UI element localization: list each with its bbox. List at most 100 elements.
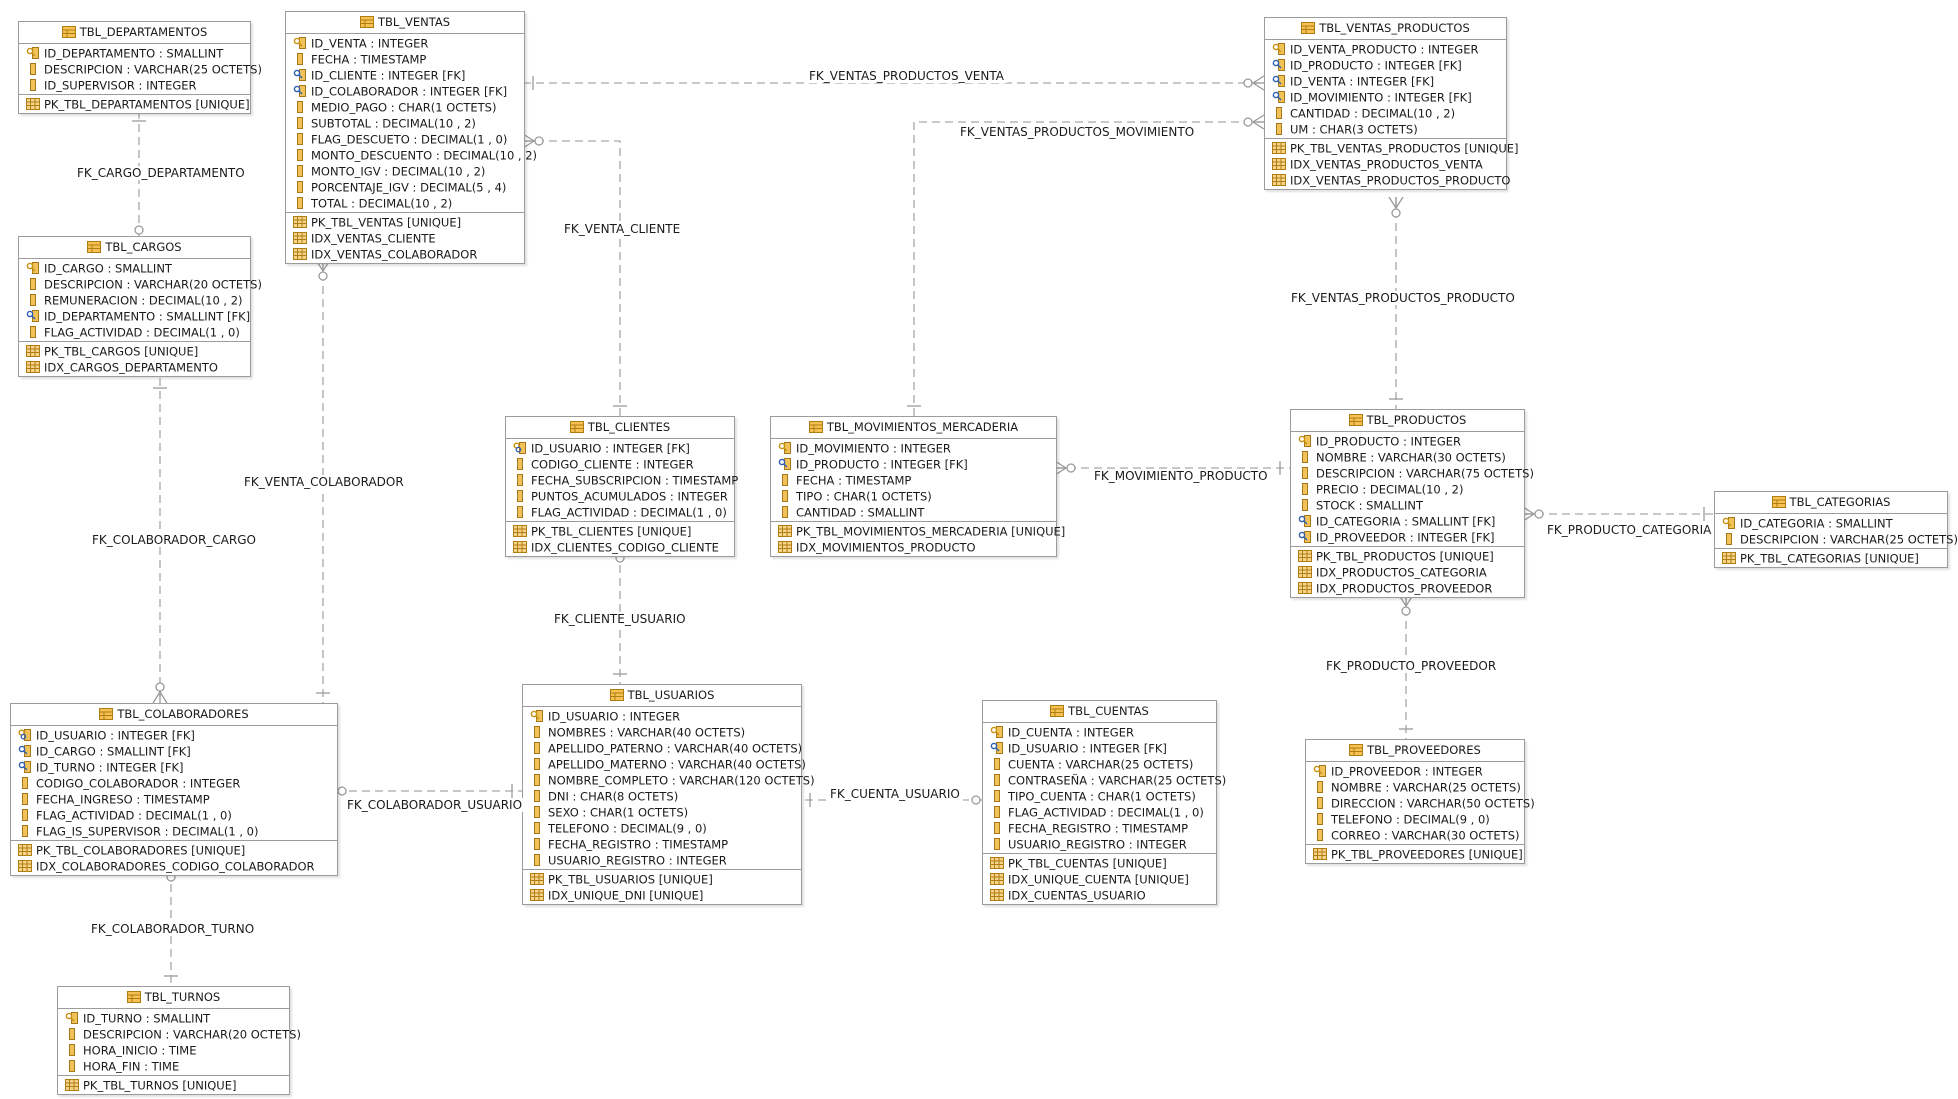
- column-row[interactable]: UM : CHAR(3 OCTETS): [1265, 121, 1506, 137]
- index-row[interactable]: IDX_UNIQUE_CUENTA [UNIQUE]: [983, 871, 1216, 887]
- table-header[interactable]: TBL_COLABORADORES: [11, 704, 337, 726]
- column-row[interactable]: USUARIO_REGISTRO : INTEGER: [983, 836, 1216, 852]
- column-row[interactable]: FECHA_REGISTRO : TIMESTAMP: [983, 820, 1216, 836]
- relationship-label[interactable]: FK_VENTA_COLABORADOR: [241, 475, 407, 489]
- column-row[interactable]: ID_CARGO : SMALLINT: [19, 260, 250, 276]
- index-row[interactable]: IDX_UNIQUE_DNI [UNIQUE]: [523, 887, 801, 903]
- column-row[interactable]: DESCRIPCION : VARCHAR(75 OCTETS): [1291, 465, 1534, 481]
- column-row[interactable]: MONTO_DESCUENTO : DECIMAL(10 , 2): [286, 147, 537, 163]
- column-row[interactable]: ID_PROVEEDOR : INTEGER [FK]: [1291, 529, 1524, 545]
- table-header[interactable]: TBL_VENTAS_PRODUCTOS: [1265, 18, 1506, 40]
- column-row[interactable]: TOTAL : DECIMAL(10 , 2): [286, 195, 524, 211]
- column-row[interactable]: PRECIO : DECIMAL(10 , 2): [1291, 481, 1524, 497]
- column-row[interactable]: ID_USUARIO : INTEGER [FK]: [983, 740, 1216, 756]
- column-row[interactable]: FLAG_ACTIVIDAD : DECIMAL(1 , 0): [19, 324, 250, 340]
- relationship-label[interactable]: FK_VENTAS_PRODUCTOS_VENTA: [806, 69, 1007, 83]
- index-row[interactable]: PK_TBL_TURNOS [UNIQUE]: [58, 1077, 289, 1093]
- column-row[interactable]: NOMBRE : VARCHAR(30 OCTETS): [1291, 449, 1524, 465]
- table-header[interactable]: TBL_DEPARTAMENTOS: [19, 22, 250, 44]
- column-row[interactable]: SEXO : CHAR(1 OCTETS): [523, 804, 801, 820]
- column-row[interactable]: PORCENTAJE_IGV : DECIMAL(5 , 4): [286, 179, 524, 195]
- column-row[interactable]: STOCK : SMALLINT: [1291, 497, 1524, 513]
- column-row[interactable]: ID_USUARIO : INTEGER [FK]: [11, 727, 337, 743]
- column-row[interactable]: ID_VENTA_PRODUCTO : INTEGER: [1265, 41, 1506, 57]
- column-row[interactable]: CANTIDAD : SMALLINT: [771, 504, 1056, 520]
- column-row[interactable]: FECHA : TIMESTAMP: [286, 51, 524, 67]
- table-header[interactable]: TBL_TURNOS: [58, 987, 289, 1009]
- column-row[interactable]: FECHA : TIMESTAMP: [771, 472, 1056, 488]
- column-row[interactable]: ID_SUPERVISOR : INTEGER: [19, 77, 250, 93]
- column-row[interactable]: DNI : CHAR(8 OCTETS): [523, 788, 801, 804]
- index-row[interactable]: PK_TBL_CUENTAS [UNIQUE]: [983, 855, 1216, 871]
- column-row[interactable]: TIPO : CHAR(1 OCTETS): [771, 488, 1056, 504]
- column-row[interactable]: FLAG_IS_SUPERVISOR : DECIMAL(1 , 0): [11, 823, 337, 839]
- index-row[interactable]: PK_TBL_CATEGORIAS [UNIQUE]: [1715, 550, 1947, 566]
- index-row[interactable]: IDX_VENTAS_COLABORADOR: [286, 246, 524, 262]
- column-row[interactable]: FLAG_ACTIVIDAD : DECIMAL(1 , 0): [506, 504, 734, 520]
- column-row[interactable]: TELEFONO : DECIMAL(9 , 0): [1306, 811, 1524, 827]
- column-row[interactable]: DIRECCION : VARCHAR(50 OCTETS): [1306, 795, 1535, 811]
- relationship-label[interactable]: FK_PRODUCTO_CATEGORIA: [1544, 523, 1715, 537]
- relationship-label[interactable]: FK_CUENTA_USUARIO: [827, 787, 963, 801]
- table-header[interactable]: TBL_MOVIMIENTOS_MERCADERIA: [771, 417, 1056, 439]
- column-row[interactable]: CODIGO_COLABORADOR : INTEGER: [11, 775, 337, 791]
- table-header[interactable]: TBL_CUENTAS: [983, 701, 1216, 723]
- column-row[interactable]: TELEFONO : DECIMAL(9 , 0): [523, 820, 801, 836]
- index-row[interactable]: PK_TBL_VENTAS [UNIQUE]: [286, 214, 524, 230]
- column-row[interactable]: ID_CLIENTE : INTEGER [FK]: [286, 67, 524, 83]
- column-row[interactable]: MEDIO_PAGO : CHAR(1 OCTETS): [286, 99, 524, 115]
- column-row[interactable]: NOMBRE : VARCHAR(25 OCTETS): [1306, 779, 1524, 795]
- relationship-label[interactable]: FK_VENTAS_PRODUCTOS_MOVIMIENTO: [957, 125, 1198, 139]
- relationship-label[interactable]: FK_VENTA_CLIENTE: [561, 222, 684, 236]
- column-row[interactable]: DESCRIPCION : VARCHAR(20 OCTETS): [19, 276, 262, 292]
- index-row[interactable]: IDX_PRODUCTOS_CATEGORIA: [1291, 564, 1524, 580]
- column-row[interactable]: ID_MOVIMIENTO : INTEGER [FK]: [1265, 89, 1506, 105]
- relationship-label[interactable]: FK_PRODUCTO_PROVEEDOR: [1323, 659, 1500, 673]
- column-row[interactable]: HORA_FIN : TIME: [58, 1058, 289, 1074]
- column-row[interactable]: HORA_INICIO : TIME: [58, 1042, 289, 1058]
- table-header[interactable]: TBL_CATEGORIAS: [1715, 492, 1947, 514]
- table-header[interactable]: TBL_USUARIOS: [523, 685, 801, 707]
- column-row[interactable]: CORREO : VARCHAR(30 OCTETS): [1306, 827, 1524, 843]
- index-row[interactable]: IDX_VENTAS_PRODUCTOS_PRODUCTO: [1265, 172, 1510, 188]
- column-row[interactable]: CUENTA : VARCHAR(25 OCTETS): [983, 756, 1216, 772]
- index-row[interactable]: PK_TBL_VENTAS_PRODUCTOS [UNIQUE]: [1265, 140, 1519, 156]
- relationship-label[interactable]: FK_COLABORADOR_TURNO: [88, 922, 258, 936]
- relationship-label[interactable]: FK_COLABORADOR_USUARIO: [344, 798, 526, 812]
- column-row[interactable]: NOMBRES : VARCHAR(40 OCTETS): [523, 724, 801, 740]
- column-row[interactable]: ID_PRODUCTO : INTEGER: [1291, 433, 1524, 449]
- column-row[interactable]: FECHA_REGISTRO : TIMESTAMP: [523, 836, 801, 852]
- relationship-label[interactable]: FK_VENTAS_PRODUCTOS_PRODUCTO: [1288, 291, 1518, 305]
- column-row[interactable]: APELLIDO_PATERNO : VARCHAR(40 OCTETS): [523, 740, 802, 756]
- column-row[interactable]: ID_CATEGORIA : SMALLINT [FK]: [1291, 513, 1524, 529]
- relationship-label[interactable]: FK_CLIENTE_USUARIO: [551, 612, 689, 626]
- column-row[interactable]: ID_DEPARTAMENTO : SMALLINT [FK]: [19, 308, 250, 324]
- index-row[interactable]: PK_TBL_DEPARTAMENTOS [UNIQUE]: [19, 96, 250, 112]
- column-row[interactable]: ID_PROVEEDOR : INTEGER: [1306, 763, 1524, 779]
- column-row[interactable]: ID_CATEGORIA : SMALLINT: [1715, 515, 1947, 531]
- index-row[interactable]: IDX_PRODUCTOS_PROVEEDOR: [1291, 580, 1524, 596]
- table-header[interactable]: TBL_CLIENTES: [506, 417, 734, 439]
- column-row[interactable]: ID_PRODUCTO : INTEGER [FK]: [771, 456, 1056, 472]
- column-row[interactable]: ID_VENTA : INTEGER [FK]: [1265, 73, 1506, 89]
- column-row[interactable]: ID_CARGO : SMALLINT [FK]: [11, 743, 337, 759]
- index-row[interactable]: PK_TBL_PROVEEDORES [UNIQUE]: [1306, 846, 1524, 862]
- index-row[interactable]: PK_TBL_CARGOS [UNIQUE]: [19, 343, 250, 359]
- column-row[interactable]: APELLIDO_MATERNO : VARCHAR(40 OCTETS): [523, 756, 806, 772]
- index-row[interactable]: IDX_VENTAS_CLIENTE: [286, 230, 524, 246]
- column-row[interactable]: DESCRIPCION : VARCHAR(20 OCTETS): [58, 1026, 301, 1042]
- index-row[interactable]: IDX_COLABORADORES_CODIGO_COLABORADOR: [11, 858, 337, 874]
- column-row[interactable]: ID_TURNO : INTEGER [FK]: [11, 759, 337, 775]
- table-header[interactable]: TBL_PROVEEDORES: [1306, 740, 1524, 762]
- column-row[interactable]: NOMBRE_COMPLETO : VARCHAR(120 OCTETS): [523, 772, 815, 788]
- relationship-label[interactable]: FK_COLABORADOR_CARGO: [89, 533, 259, 547]
- index-row[interactable]: IDX_CARGOS_DEPARTAMENTO: [19, 359, 250, 375]
